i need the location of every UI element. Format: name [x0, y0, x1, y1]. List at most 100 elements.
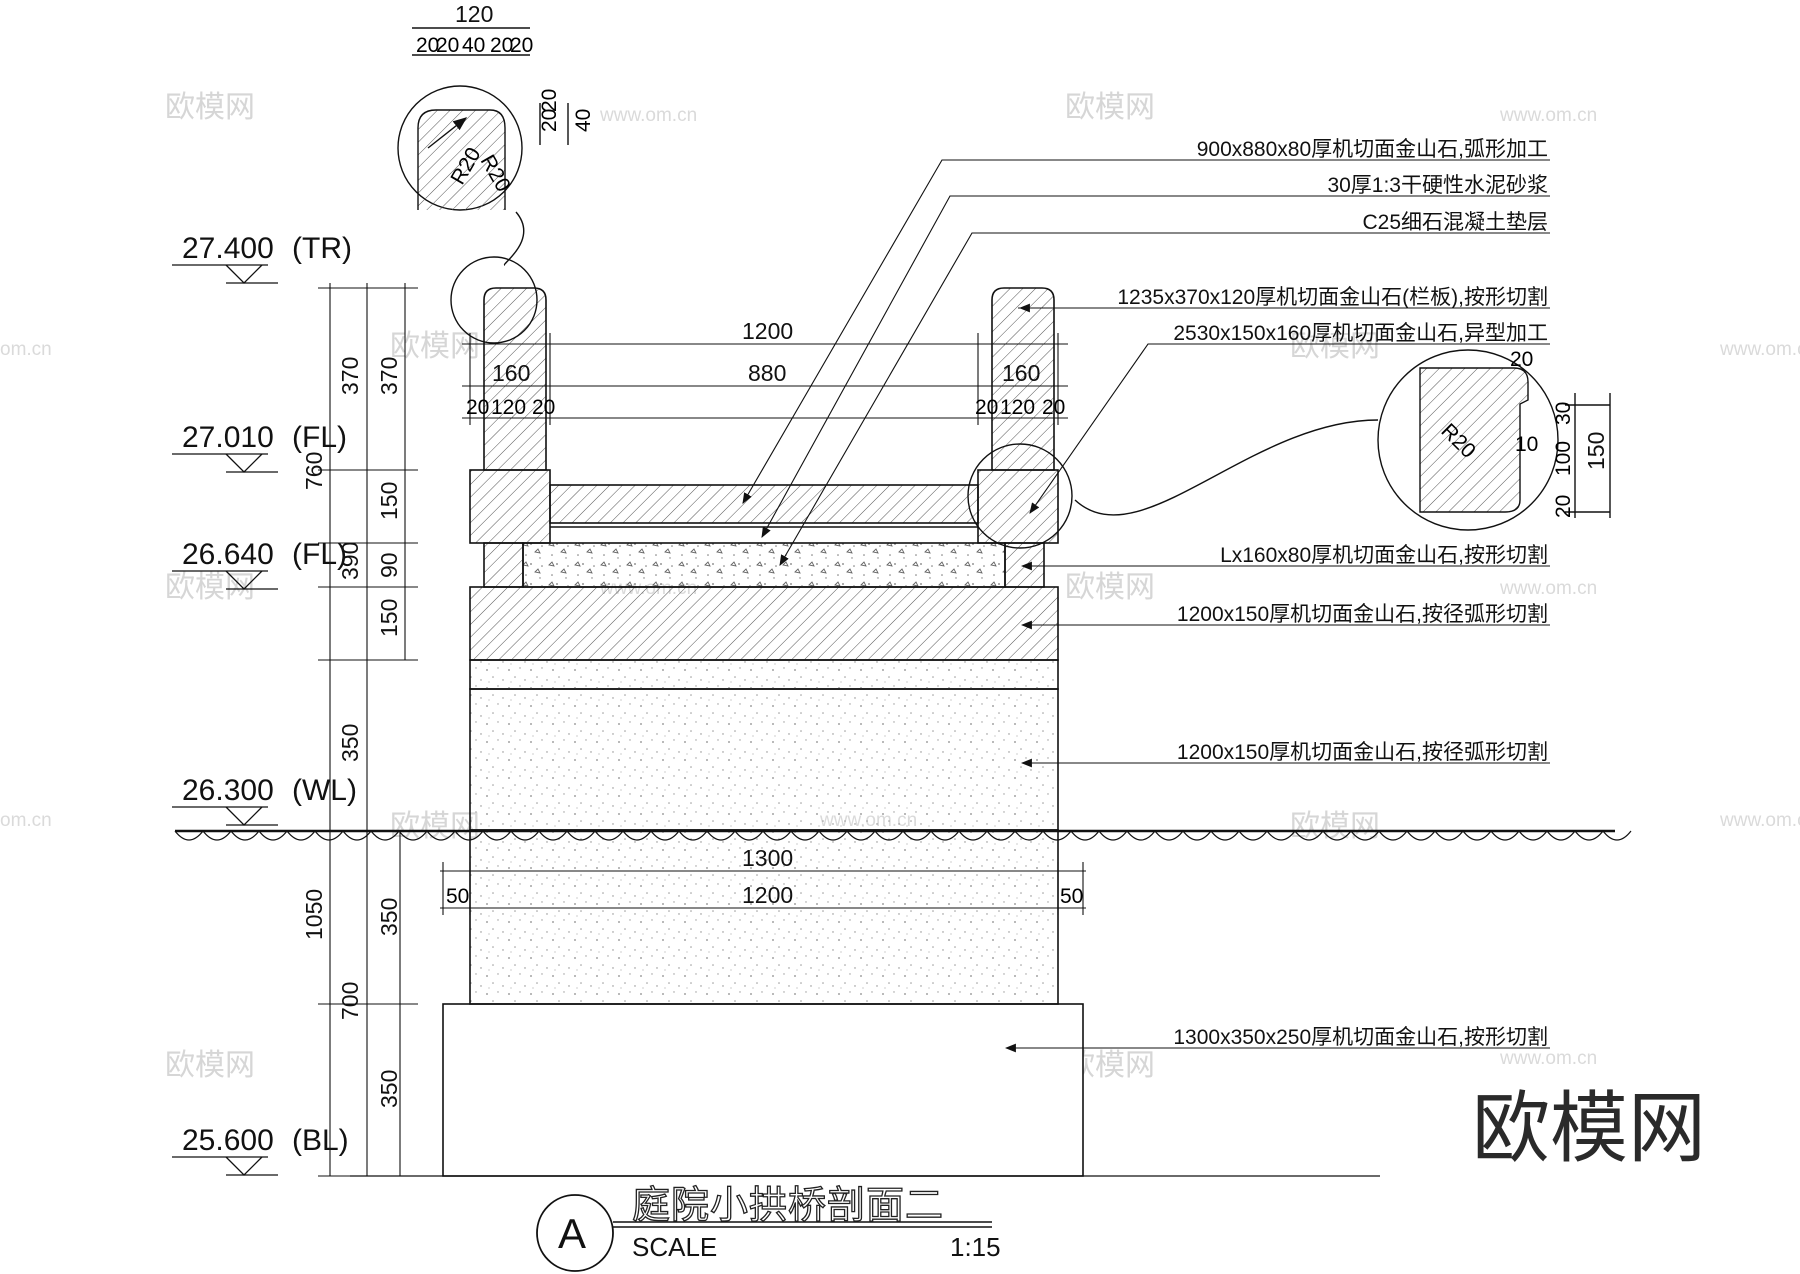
bridge-section	[442, 287, 1084, 1177]
note-pier: 1200x150厚机切面金山石,按径弧形切割	[1177, 741, 1548, 764]
watermark-url: om.cn	[0, 339, 52, 360]
note-lower-rail: Lx160x80厚机切面金山石,按形切割	[1220, 544, 1548, 567]
dim-350: 350	[337, 724, 363, 762]
dim-370: 370	[337, 357, 363, 395]
dim-760: 760	[301, 452, 327, 490]
dim-20: 20	[1510, 348, 1533, 371]
railing-base-right	[977, 469, 1059, 544]
dim-100: 100	[1552, 441, 1575, 476]
dim-150: 150	[376, 482, 402, 520]
watermark-url: om.cn	[0, 810, 52, 831]
dim-50: 50	[446, 885, 469, 908]
dim-150: 150	[1583, 432, 1609, 470]
dim-20: 20	[490, 34, 513, 57]
top-detail	[397, 27, 569, 344]
watermark-brand: 欧模网	[390, 330, 480, 363]
elevation-value: 26.640	[182, 538, 274, 571]
elevation-value: 26.300	[182, 774, 274, 807]
watermark-brand: 欧模网	[1065, 91, 1155, 124]
concrete-bedding	[522, 542, 1006, 588]
deck-dims: 1200 880 160 160 20 120 20 20 120 20	[466, 318, 1065, 419]
dim-20: 20	[1552, 495, 1575, 518]
dim-1050: 1050	[301, 889, 327, 940]
dim-120: 120	[491, 396, 526, 419]
elevation-tag: (BL)	[292, 1124, 349, 1157]
railing-panel-left	[483, 287, 547, 471]
dim-20: 20	[532, 396, 555, 419]
watermark-brand: 欧模网	[1290, 330, 1380, 363]
dim-20: 20	[975, 396, 998, 419]
railing-lower-left	[483, 542, 524, 588]
dim-30: 30	[1552, 402, 1575, 425]
dim-20: 20	[538, 89, 561, 112]
pier-lower-block	[469, 829, 1059, 1005]
dim-10: 10	[1515, 433, 1538, 456]
left-dim-lines	[318, 283, 418, 1177]
dim-20: 20	[538, 109, 561, 132]
arch-slab-stone	[469, 586, 1059, 661]
watermark-brand: 欧模网	[165, 571, 255, 604]
scale-value: 1:15	[950, 1232, 1001, 1262]
dim-50: 50	[1060, 885, 1083, 908]
material-notes: 900x880x80厚机切面金山石,弧形加工 30厚1:3干硬性水泥砂浆 C25…	[1117, 138, 1548, 1049]
railing-base-left	[469, 469, 551, 544]
dim-120: 120	[1000, 396, 1035, 419]
watermark-url: www.om.cn	[1719, 339, 1800, 360]
scale-label: SCALE	[632, 1232, 717, 1262]
elevation-value: 25.600	[182, 1124, 274, 1157]
pier-cap-layer	[469, 659, 1059, 690]
dim-40: 40	[572, 109, 595, 132]
dim-1300: 1300	[742, 845, 793, 871]
leader-lines	[742, 159, 1550, 1053]
dim-160: 160	[492, 360, 530, 386]
dim-20: 20	[466, 396, 489, 419]
note-foundation: 1300x350x250厚机切面金山石,按形切割	[1173, 1026, 1548, 1049]
elevation-markers	[172, 264, 278, 1176]
title-block: A 庭院小拱桥剖面二 SCALE 1:15	[536, 1184, 1001, 1272]
dim-390: 390	[337, 542, 363, 580]
dim-700: 700	[337, 982, 363, 1020]
dim-350: 350	[376, 898, 402, 936]
drawing-title: 庭院小拱桥剖面二	[632, 1185, 944, 1227]
foundation-stone-block	[442, 1003, 1084, 1177]
watermark-url: www.om.cn	[1719, 810, 1800, 831]
dim-1200: 1200	[742, 318, 793, 344]
section-mark-letter: A	[558, 1210, 586, 1257]
watermark-brand: 欧模网	[165, 1049, 255, 1082]
railing-lower-right	[1004, 542, 1045, 588]
pier-upper-block	[469, 688, 1059, 831]
deck-dims-lines	[462, 333, 1068, 425]
elevation-tag: (TR)	[292, 232, 352, 265]
elevation-value: 27.400	[182, 232, 274, 265]
dim-350: 350	[376, 1070, 402, 1108]
dim-120: 120	[455, 1, 493, 27]
note-railing-panel: 1235x370x120厚机切面金山石(栏板),按形切割	[1117, 286, 1548, 309]
note-deck-stone: 900x880x80厚机切面金山石,弧形加工	[1197, 138, 1548, 161]
base-dims-lines	[440, 862, 1086, 915]
right-detail-labels: 20 R20 10 30 100 20 150	[1436, 348, 1609, 518]
watermark-brand: 欧模网	[1290, 810, 1380, 843]
elevation-labels: 27.400 (TR) 27.010 (FL) 26.640 (FL) 26.3…	[182, 232, 357, 1157]
dim-370: 370	[376, 357, 402, 395]
base-dims: 1300 1200 50 50	[446, 845, 1083, 908]
watermark-brand: 欧模网	[165, 91, 255, 124]
left-dims: 760 390 350 1050 700 370 150 90 150 350 …	[301, 357, 402, 1108]
elevation-tag: (FL)	[292, 538, 347, 571]
note-mortar: 30厚1:3干硬性水泥砂浆	[1327, 174, 1548, 197]
watermark-brand: 欧模网	[1065, 571, 1155, 604]
deck-stone	[549, 484, 979, 524]
dim-880: 880	[748, 360, 786, 386]
watermark-url: www.om.cn	[1499, 105, 1597, 126]
dim-40: 40	[462, 34, 485, 57]
note-concrete: C25细石混凝土垫层	[1362, 211, 1548, 234]
right-detail	[967, 349, 1611, 549]
dim-160: 160	[1002, 360, 1040, 386]
dim-20: 20	[510, 34, 533, 57]
watermark-url: www.om.cn	[1499, 578, 1597, 599]
note-handrail: 2530x150x160厚机切面金山石,异型加工	[1173, 322, 1548, 345]
dim-20: 20	[416, 34, 439, 57]
watermark-brand-large: 欧模网	[1472, 1084, 1706, 1172]
dim-20: 20	[1042, 396, 1065, 419]
elevation-value: 27.010	[182, 421, 274, 454]
